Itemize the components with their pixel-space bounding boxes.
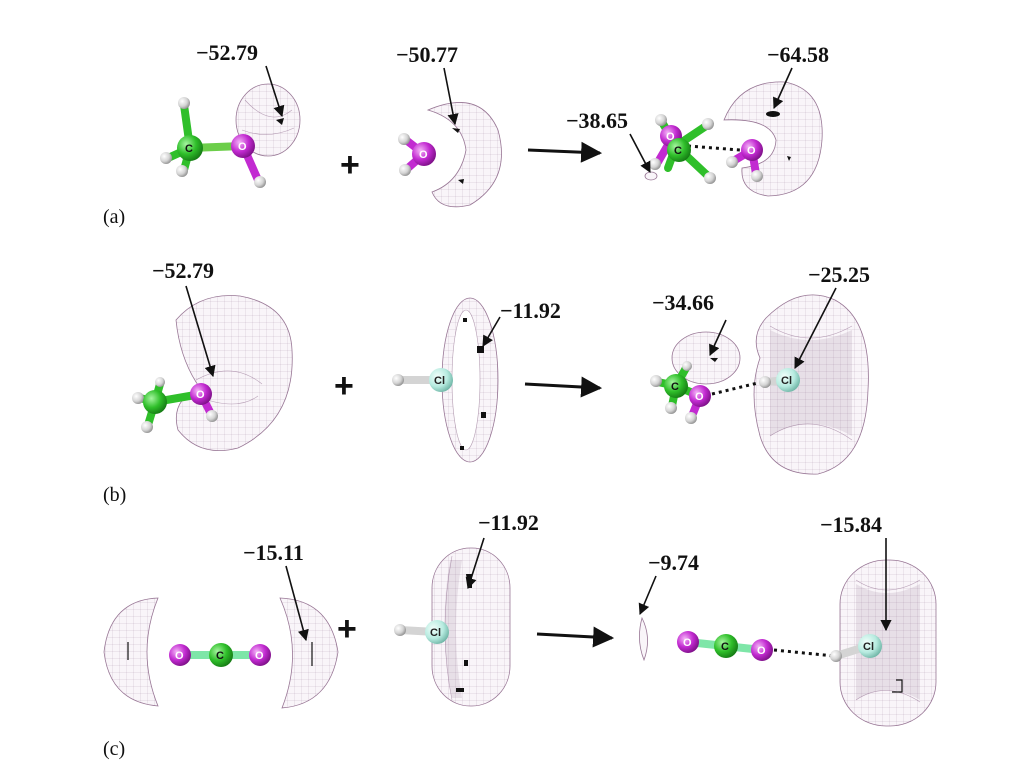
hcl-molecule-c: Cl [394,620,449,644]
atom-label: C [185,143,193,155]
atom-label: O [683,637,692,649]
product-complex-a: O C O [644,81,823,197]
product-complex-c: O C O Cl [639,559,937,727]
panel-label-b: (b) [103,484,126,506]
atom-label: Cl [430,627,441,639]
panel-c: (c) O C O −15.11 + [103,510,937,760]
isosurface-co2-left [103,597,159,707]
atom-label: O [666,131,675,143]
value-label: −52.79 [196,40,258,65]
atom-label: C [674,145,682,157]
atom-label: O [695,391,704,403]
isosurface-co2-right [279,597,339,709]
panel-label-a: (a) [103,206,125,228]
value-label: −34.66 [652,290,714,315]
co2-molecule-c: O C O [169,643,271,667]
methanol-molecule-b: O [132,377,218,433]
plus-sign: + [334,367,354,405]
value-label: −15.11 [243,540,304,565]
atom-label: Cl [781,375,792,387]
atom-label: O [747,145,756,157]
atom-label: O [175,650,184,662]
atom-label: O [419,149,428,161]
value-label: −11.92 [500,298,561,323]
isosurface-water-a [426,102,502,208]
atom-label: Cl [863,641,874,653]
atom-label: Cl [434,375,445,387]
plus-sign: + [340,146,360,184]
value-label: −11.92 [478,510,539,535]
value-label: −52.79 [152,258,214,283]
methanol-molecule-a: C O [160,97,266,188]
value-label: −64.58 [767,42,829,67]
atom-label: O [196,389,205,401]
atom-label: C [216,650,224,662]
value-label: −50.77 [396,42,458,67]
value-label: −9.74 [648,550,699,575]
plus-sign: + [337,610,357,648]
atom-label: O [238,141,247,153]
hcl-molecule-b: Cl [392,368,453,392]
isosurface-hcl-c [431,547,511,707]
atom-label: O [757,645,766,657]
water-molecule-a: O [398,133,436,176]
value-label: −25.25 [808,262,870,287]
value-label: −15.84 [820,512,882,537]
panel-a: (a) C O −52.79 + [103,40,829,228]
product-complex-b: C O Cl [650,294,869,475]
isosurface-methanol-a [235,83,301,157]
isosurface-methanol-b [175,295,293,451]
panel-label-c: (c) [103,738,125,760]
atom-label: C [671,381,679,393]
atom-label: C [721,641,729,653]
value-label: −38.65 [566,108,628,133]
panel-b: (b) O −52.79 + [103,258,870,506]
atom-label: O [255,650,264,662]
